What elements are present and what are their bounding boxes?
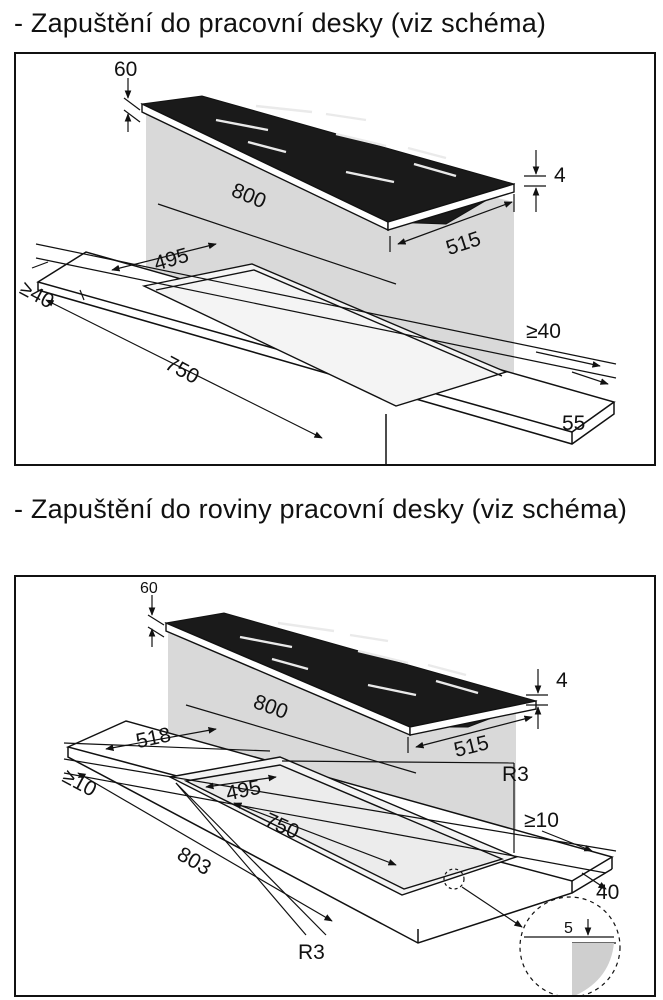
- dim-40: 40: [596, 881, 619, 904]
- diagram-panel-flush: 60 4 800 515 518 R3 ≥10 495 750 ≥10 803 …: [14, 575, 656, 997]
- flush-installation-diagram: 60 4 800 515 518 R3 ≥10 495 750 ≥10 803 …: [59, 580, 621, 995]
- recessed-installation-diagram: 60 4 800 515 495 ≥40 ≥40 750 55: [16, 58, 617, 464]
- dim-750: 750: [161, 352, 203, 389]
- dim-r3-top: R3: [502, 763, 529, 786]
- section1-heading: - Zapuštění do pracovní desky (viz schém…: [14, 8, 547, 38]
- section2-heading: - Zapuštění do roviny pracovní desky (vi…: [14, 494, 628, 524]
- dim-r3-bottom: R3: [298, 941, 325, 964]
- dim-5: 5: [564, 920, 573, 937]
- dim-min-10-right: ≥10: [524, 809, 559, 832]
- dim-4: 4: [554, 164, 566, 187]
- dim-4: 4: [556, 669, 568, 692]
- dim-60: 60: [114, 58, 137, 81]
- dim-min-40-right: ≥40: [526, 320, 561, 343]
- dim-803: 803: [173, 843, 215, 880]
- dim-60: 60: [140, 580, 158, 597]
- diagram-panel-recessed: 60 4 800 515 495 ≥40 ≥40 750 55: [14, 52, 656, 466]
- projection-shading: [146, 114, 514, 376]
- dim-55: 55: [562, 412, 585, 435]
